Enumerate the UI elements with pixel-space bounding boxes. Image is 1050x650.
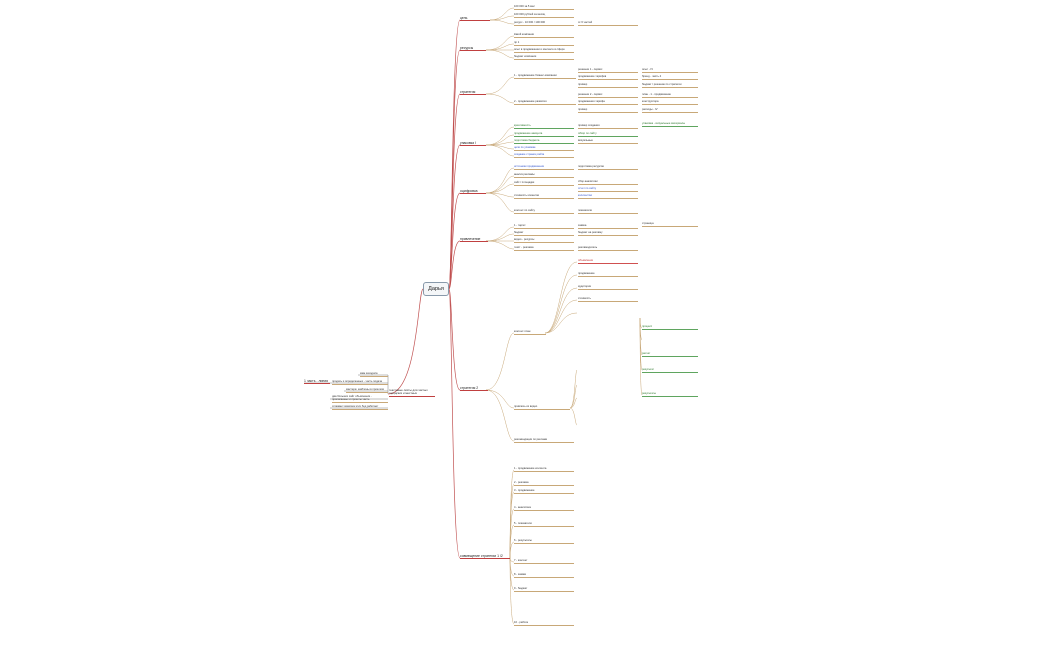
digitization-item[interactable]: количество: [578, 194, 638, 199]
branch-resources[interactable]: ресурсы: [460, 46, 486, 51]
combined-item[interactable]: 8 - заявки: [514, 573, 574, 578]
resources-item[interactable]: опыт в продвижении и контенте в сфере: [514, 48, 574, 53]
goal-item[interactable]: 100 000 рублей за месяц: [514, 13, 574, 18]
combined-item[interactable]: 1 - продвижение контента: [514, 467, 574, 472]
strategy-item[interactable]: пример: [578, 83, 638, 88]
attraction-item[interactable]: бюджет: [514, 231, 574, 236]
strategy2-item[interactable]: объявления: [578, 259, 638, 264]
branch-combined[interactable]: совмещение стратегии 1 /2: [460, 554, 510, 559]
packaging-item[interactable]: креативность: [514, 124, 574, 129]
combined-item[interactable]: 2 - реклама: [514, 481, 574, 486]
resources-item[interactable]: пр 1: [514, 41, 574, 46]
attraction-item[interactable]: страница: [642, 222, 698, 227]
digitization-item[interactable]: сайт / площадки: [514, 181, 574, 186]
branch-attraction[interactable]: привлечение: [460, 237, 488, 242]
packaging-item[interactable]: визуальные: [578, 139, 638, 144]
strategy-item[interactable]: 1 - продвижение бизнес-компании: [514, 74, 576, 79]
attraction-item[interactable]: текст - реклама: [514, 246, 574, 251]
combined-item[interactable]: 9 - бюджет: [514, 587, 574, 592]
combined-item[interactable]: 7 - контент: [514, 559, 574, 564]
digitization-item[interactable]: подготовка ресурсов: [578, 165, 638, 170]
strategy2-item[interactable]: продвижение: [578, 272, 638, 277]
packaging-item[interactable]: обзор по сайту: [578, 132, 638, 137]
digitization-item[interactable]: сбор аналитики: [578, 180, 638, 185]
goal-item[interactable]: от 6 частей: [578, 21, 638, 26]
root-node[interactable]: Дарья: [423, 282, 449, 296]
strategy-item[interactable]: расходы - IV: [642, 108, 698, 113]
strategy-item[interactable]: опыт - IV: [642, 68, 698, 73]
digitization-item[interactable]: анализ рекламы: [514, 173, 574, 178]
strategy-item[interactable]: продвижение тарифов: [578, 75, 638, 80]
digitization-item[interactable]: контент по сайту: [514, 209, 574, 214]
strategy-item[interactable]: пример: [578, 108, 638, 113]
digitization-item[interactable]: стоимость клиентов: [514, 194, 574, 199]
strategy-item[interactable]: решение 2 - сервис: [578, 93, 638, 98]
digitization-item[interactable]: отчет по сайту: [578, 187, 638, 192]
strategy2-item[interactable]: результат: [642, 368, 698, 373]
left-item[interactable]: словами тематика этих бед работает: [332, 405, 388, 410]
strategy2-item[interactable]: расчет: [642, 352, 698, 357]
strategy2-item[interactable]: контент план: [514, 330, 546, 335]
strategy-item[interactable]: бренд - часть 4: [642, 75, 698, 80]
combined-item[interactable]: 4 - аналитика: [514, 506, 574, 511]
strategy2-item[interactable]: рекомендации по рекламе: [514, 438, 574, 443]
packaging-item[interactable]: цели по упаковке: [514, 146, 574, 151]
packaging-item[interactable]: создание страниц сайта: [514, 153, 574, 158]
strategy2-item[interactable]: результаты: [642, 392, 698, 397]
combined-item[interactable]: 10 - работа: [514, 621, 574, 626]
strategy-item[interactable]: решение 1 - сервис: [578, 68, 638, 73]
attraction-item[interactable]: видео - ресурсы: [514, 238, 574, 243]
left-item[interactable]: мам заходила: [360, 372, 388, 377]
strategy-item[interactable]: продвижения тарифа: [578, 100, 638, 105]
digitization-item[interactable]: показатели: [578, 209, 638, 214]
branch-strategy-2[interactable]: стратегия 2: [460, 386, 488, 391]
packaging-item[interactable]: пример создания: [578, 124, 638, 129]
combined-item[interactable]: 5 - показатели: [514, 522, 574, 527]
strategy2-item[interactable]: процесс: [642, 325, 698, 330]
strategy-item[interactable]: конструктора: [642, 100, 698, 105]
packaging-item[interactable]: продвижение аккаунта: [514, 132, 574, 137]
branch-strategy[interactable]: стратегия: [460, 90, 486, 95]
branch-goal[interactable]: цель: [460, 16, 490, 21]
goal-item[interactable]: ресурс - 10 000 / 100 000: [514, 21, 574, 26]
attraction-item[interactable]: 1 - таргет: [514, 224, 574, 229]
combined-item[interactable]: 6 - результаты: [514, 539, 574, 544]
packaging-item[interactable]: подготовка бюджета: [514, 139, 574, 144]
digitization-item[interactable]: источники продвижения: [514, 165, 574, 170]
left-item[interactable]: продать и определенных - часть подача: [332, 380, 388, 385]
branch-packaging[interactable]: упаковка I: [460, 141, 486, 146]
packaging-item[interactable]: упаковка - визуальные материалы: [642, 122, 698, 127]
strategy-item[interactable]: 2 - продвижение развития: [514, 100, 576, 105]
strategy-item[interactable]: бюджет / решение по стратегии: [642, 83, 698, 88]
strategy2-item[interactable]: аудитория: [578, 285, 638, 290]
combined-item[interactable]: 3 - продвижение: [514, 489, 574, 494]
left-mid[interactable]: текстовые листы для чистых городских и м…: [389, 388, 435, 397]
resources-item[interactable]: Какой компании: [514, 33, 574, 38]
attraction-item[interactable]: рекламодатель: [578, 246, 638, 251]
strategy2-item[interactable]: привлечь из видео: [514, 405, 570, 410]
resources-item[interactable]: бюджет компании: [514, 55, 574, 60]
strategy-item[interactable]: план - 1 - продвижение: [642, 93, 698, 98]
left-origin[interactable]: 1 часть - линия: [304, 379, 330, 384]
attraction-item[interactable]: заявка: [578, 224, 638, 229]
attraction-item[interactable]: бюджет на рекламу: [578, 231, 638, 236]
strategy2-item[interactable]: стоимость: [578, 297, 638, 302]
branch-digitization[interactable]: оцифровка: [460, 189, 486, 194]
left-item[interactable]: мастера: шаблоны в прошлом: [346, 388, 388, 393]
goal-item[interactable]: 100 000 за 5 мес: [514, 5, 574, 10]
left-item[interactable]: два больших сайт объяснения - прописанны…: [332, 395, 388, 403]
